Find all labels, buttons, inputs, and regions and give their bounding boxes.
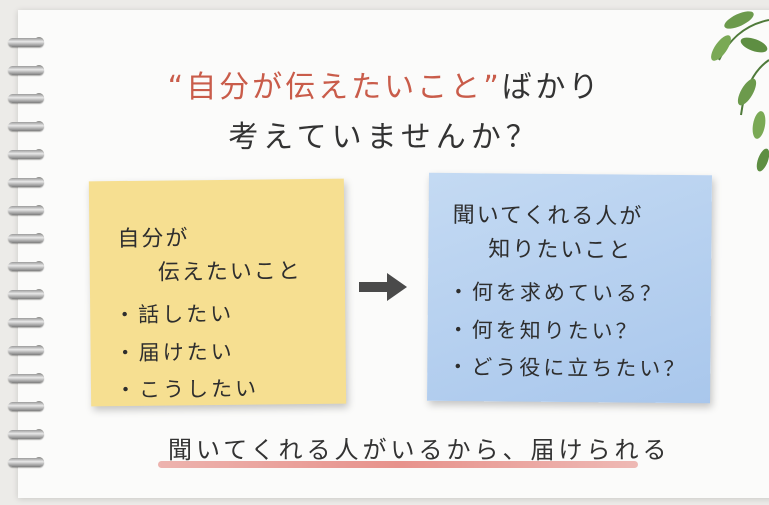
arrow-right-icon bbox=[359, 273, 407, 301]
right-note-heading-2: 知りたいこと bbox=[488, 237, 633, 264]
right-note-heading-1: 聞いてくれる人が bbox=[452, 202, 644, 230]
left-note-item: ・届けたい bbox=[114, 339, 235, 366]
left-note-item: ・話したい bbox=[114, 301, 235, 328]
right-note-item: ・何を知りたい？ bbox=[447, 317, 640, 344]
binding-ring bbox=[8, 262, 44, 271]
binding-ring bbox=[8, 318, 44, 327]
blue-sticky-note: 聞いてくれる人が 知りたいこと ・何を求めている？ ・何を知りたい？ ・どう役に… bbox=[427, 172, 712, 404]
binding-ring bbox=[8, 94, 44, 103]
highlight-underline bbox=[158, 461, 638, 468]
binding-ring bbox=[8, 346, 44, 355]
left-note-item: ・こうしたい bbox=[114, 376, 260, 403]
right-note-item: ・どう役に立ちたい？ bbox=[447, 354, 688, 382]
bottom-message: 聞いてくれる人がいるから、届けられる bbox=[168, 436, 671, 464]
close-quote: ” bbox=[483, 70, 502, 105]
yellow-sticky-note: 自分が 伝えたいこと ・話したい ・届けたい ・こうしたい bbox=[88, 178, 347, 407]
left-note-heading-1: 自分が bbox=[117, 226, 190, 253]
right-note-item: ・何を求めている？ bbox=[447, 279, 665, 306]
binding-ring bbox=[8, 290, 44, 299]
binding-ring bbox=[8, 458, 44, 467]
binding-ring bbox=[8, 374, 44, 383]
binding-ring bbox=[8, 122, 44, 131]
headline-line-2: 考えていませんか？ bbox=[228, 120, 541, 155]
binding-ring bbox=[8, 150, 44, 159]
quoted-phrase: 自分が伝えたいこと bbox=[186, 70, 484, 105]
binding-ring bbox=[8, 66, 44, 75]
plant-leaves-icon bbox=[711, 11, 769, 172]
spiral-binding bbox=[0, 0, 60, 505]
binding-ring bbox=[8, 234, 44, 243]
binding-ring bbox=[8, 38, 44, 47]
headline-suffix: ばかり bbox=[501, 70, 602, 105]
open-quote: “ bbox=[167, 70, 187, 105]
binding-ring bbox=[8, 430, 44, 439]
left-note-heading-2: 伝えたいこと bbox=[157, 259, 302, 286]
binding-ring bbox=[8, 206, 44, 215]
binding-ring bbox=[8, 402, 44, 411]
binding-ring bbox=[8, 178, 44, 187]
headline-line-1: “自分が伝えたいこと”ばかり bbox=[0, 62, 769, 106]
